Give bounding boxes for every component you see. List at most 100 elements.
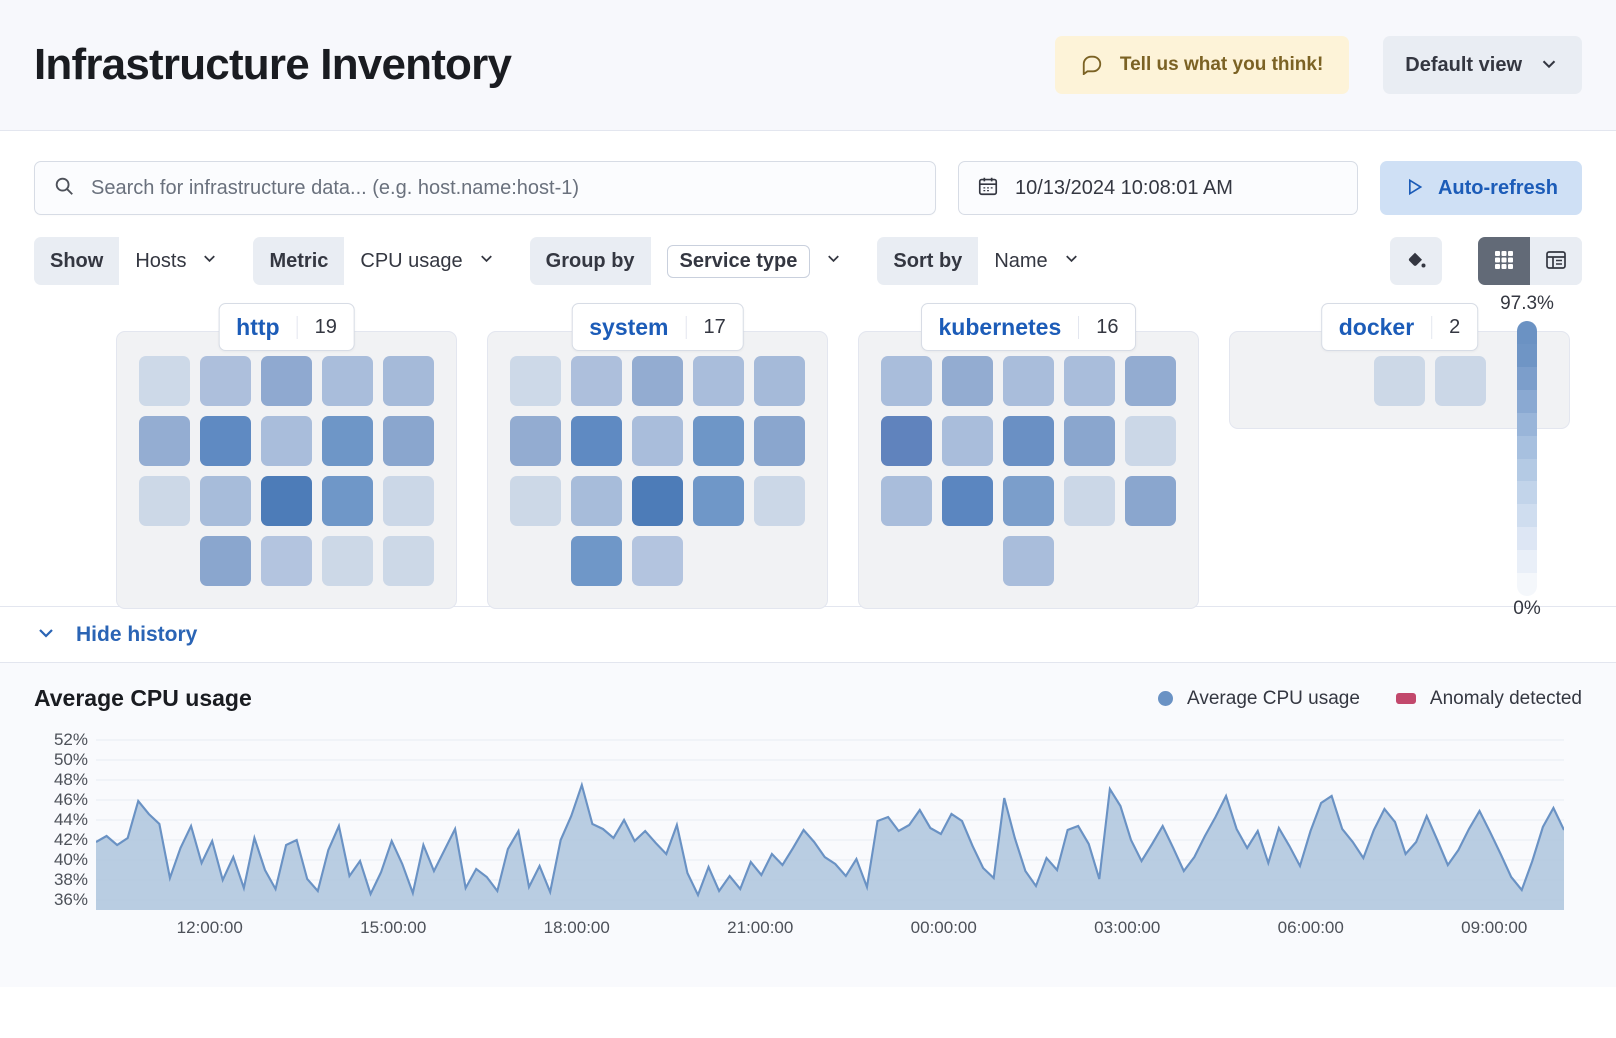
filter-sort-by-value[interactable]: Name <box>978 237 1097 285</box>
host-tile[interactable] <box>139 416 190 466</box>
chevron-down-icon <box>1062 249 1081 274</box>
date-picker[interactable]: 10/13/2024 10:08:01 AM <box>957 161 1358 215</box>
host-tile[interactable] <box>1003 536 1054 586</box>
host-tile[interactable] <box>1003 476 1054 526</box>
host-tile[interactable] <box>881 416 932 466</box>
host-tile[interactable] <box>139 356 190 406</box>
host-tile[interactable] <box>322 476 373 526</box>
map-view-button[interactable] <box>1478 237 1530 285</box>
host-tile[interactable] <box>383 536 434 586</box>
legend-segment <box>1517 366 1537 390</box>
host-tile[interactable] <box>632 476 683 526</box>
legend-segment <box>1517 504 1537 528</box>
feedback-button[interactable]: Tell us what you think! <box>1054 36 1350 94</box>
filter-group-by: Group by Service type <box>529 237 860 285</box>
chart-area-fill <box>96 785 1564 910</box>
host-tile[interactable] <box>1064 356 1115 406</box>
host-tile[interactable] <box>1125 356 1176 406</box>
host-tile[interactable] <box>754 476 805 526</box>
color-fill-icon <box>1404 248 1428 275</box>
host-tile[interactable] <box>942 416 993 466</box>
history-toggle-bar: Hide history <box>0 607 1616 663</box>
host-tile[interactable] <box>1125 476 1176 526</box>
host-tile[interactable] <box>693 356 744 406</box>
host-tile[interactable] <box>1003 416 1054 466</box>
host-tile[interactable] <box>200 536 251 586</box>
search-row: 10/13/2024 10:08:01 AM Auto-refresh <box>34 161 1582 215</box>
filter-group-by-value[interactable]: Service type <box>650 237 860 285</box>
host-tile[interactable] <box>942 356 993 406</box>
host-tile[interactable] <box>881 356 932 406</box>
view-toggle-group <box>1478 237 1582 285</box>
x-axis-tick: 12:00:00 <box>176 918 243 937</box>
host-tile[interactable] <box>322 416 373 466</box>
search-input[interactable] <box>91 176 917 200</box>
host-tile[interactable] <box>200 476 251 526</box>
host-tile[interactable] <box>942 476 993 526</box>
color-fill-button[interactable] <box>1390 237 1442 285</box>
filter-sort-by: Sort by Name <box>877 237 1097 285</box>
host-tile[interactable] <box>693 476 744 526</box>
legend-item-average-cpu-usage[interactable]: Average CPU usage <box>1158 688 1360 710</box>
table-view-button[interactable] <box>1530 237 1582 285</box>
host-tile[interactable] <box>510 476 561 526</box>
host-tile[interactable] <box>261 356 312 406</box>
hide-history-button[interactable]: Hide history <box>34 621 197 648</box>
host-tile[interactable] <box>322 356 373 406</box>
host-tile[interactable] <box>261 416 312 466</box>
host-tile[interactable] <box>632 356 683 406</box>
filter-show-text: Hosts <box>135 249 187 272</box>
host-tile[interactable] <box>754 356 805 406</box>
host-tile[interactable] <box>139 476 190 526</box>
feedback-label: Tell us what you think! <box>1119 54 1324 75</box>
legend-item-anomaly-detected[interactable]: Anomaly detected <box>1395 687 1582 710</box>
host-tile[interactable] <box>881 476 932 526</box>
host-tile[interactable] <box>1003 356 1054 406</box>
filter-sort-by-text: Name <box>994 249 1048 272</box>
legend-label-anomaly: Anomaly detected <box>1429 687 1582 709</box>
host-tile[interactable] <box>383 356 434 406</box>
search-box[interactable] <box>34 161 936 215</box>
host-tile[interactable] <box>571 536 622 586</box>
host-tile[interactable] <box>632 416 683 466</box>
host-tile[interactable] <box>754 416 805 466</box>
host-tile[interactable] <box>571 356 622 406</box>
host-tile[interactable] <box>200 356 251 406</box>
host-tile[interactable] <box>1435 356 1486 406</box>
default-view-button[interactable]: Default view <box>1383 36 1582 94</box>
host-tile[interactable] <box>261 476 312 526</box>
host-tile[interactable] <box>1374 356 1425 406</box>
chart-plot[interactable] <box>95 730 1565 910</box>
host-tile[interactable] <box>200 416 251 466</box>
page-header: Infrastructure Inventory Tell us what yo… <box>0 0 1616 131</box>
filter-show-value[interactable]: Hosts <box>119 237 236 285</box>
host-tile[interactable] <box>571 416 622 466</box>
host-tile[interactable] <box>322 536 373 586</box>
host-tile[interactable] <box>1064 416 1115 466</box>
chart-y-axis: 36%38%40%42%44%46%48%50%52% <box>34 730 92 910</box>
host-tile[interactable] <box>510 356 561 406</box>
host-tile[interactable] <box>571 476 622 526</box>
host-tile[interactable] <box>1125 416 1176 466</box>
auto-refresh-button[interactable]: Auto-refresh <box>1379 161 1582 215</box>
legend-segment <box>1517 389 1537 413</box>
filter-metric-label: Metric <box>253 237 345 285</box>
host-tile[interactable] <box>383 416 434 466</box>
group-count: 16 <box>1078 315 1135 339</box>
host-tile[interactable] <box>261 536 312 586</box>
host-tile[interactable] <box>383 476 434 526</box>
host-tile[interactable] <box>693 416 744 466</box>
y-axis-tick: 38% <box>53 870 88 889</box>
host-tile[interactable] <box>632 536 683 586</box>
host-tile[interactable] <box>1064 476 1115 526</box>
filter-metric-value[interactable]: CPU usage <box>344 237 512 285</box>
group-count: 19 <box>296 315 354 339</box>
legend-max-label: 97.3% <box>1500 293 1554 314</box>
legend-segment <box>1517 412 1537 436</box>
host-tile[interactable] <box>510 416 561 466</box>
